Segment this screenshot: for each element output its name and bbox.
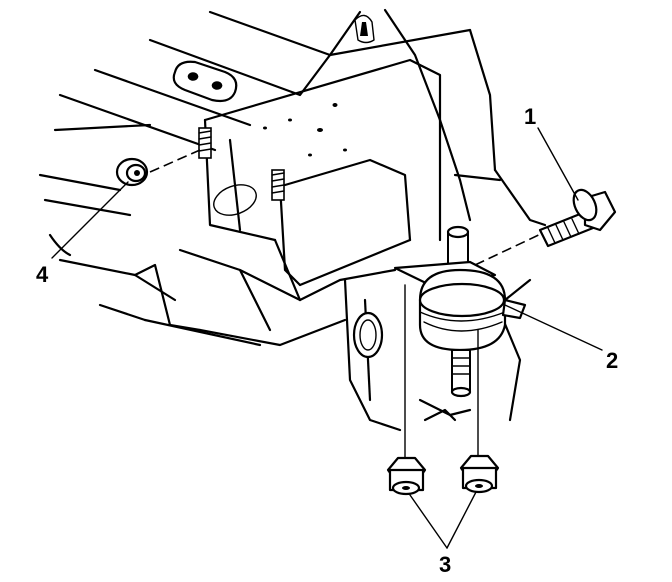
callout-1: 1 (524, 104, 536, 129)
stud-right (271, 169, 285, 201)
callout-3: 3 (439, 552, 451, 577)
nut-3-left (386, 456, 427, 496)
nut-item-4 (115, 149, 201, 187)
stud-left (198, 127, 212, 159)
callout-4: 4 (36, 262, 49, 287)
leader-1 (537, 127, 579, 201)
leader-3a (409, 494, 448, 549)
actuator-item-2 (393, 225, 527, 398)
callout-2: 2 (606, 348, 618, 373)
bolt-item-1 (474, 188, 617, 266)
leader-lines (51, 127, 603, 549)
nuts-item-3 (386, 284, 500, 496)
leader-4 (51, 181, 129, 259)
nut-3-right (459, 454, 500, 494)
leader-3b (446, 491, 477, 549)
leader-2 (504, 304, 603, 351)
